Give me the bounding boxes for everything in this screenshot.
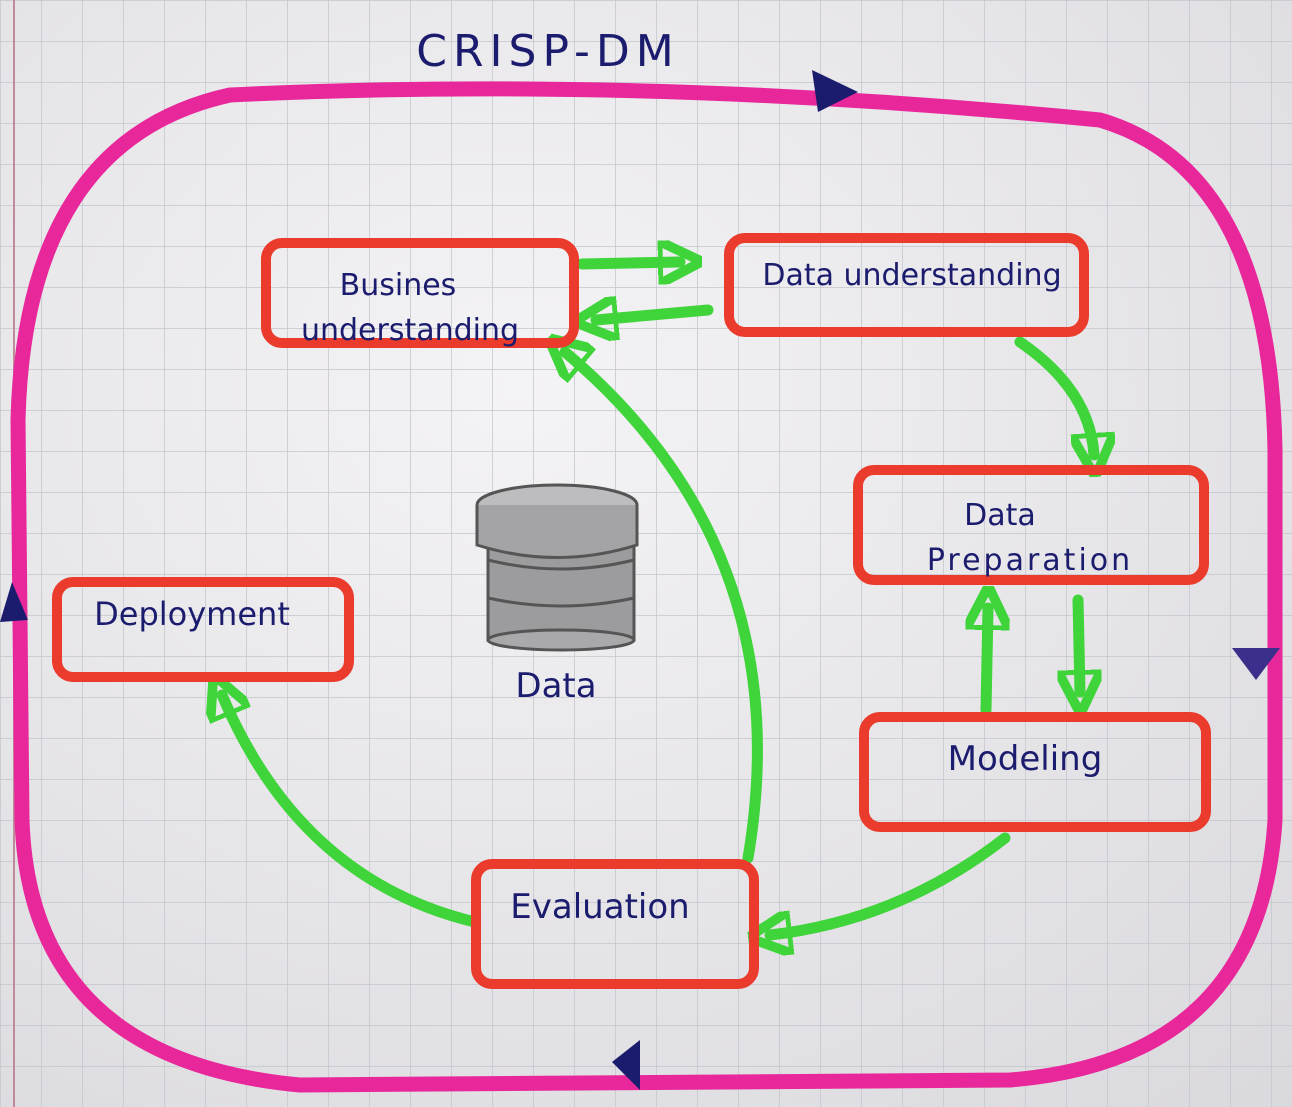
- arrow-business-to-data-understanding: [576, 262, 680, 264]
- database-icon: [475, 483, 639, 652]
- cycle-arrow-down-icon: [1232, 648, 1280, 680]
- data-preparation-label-line1: Data: [964, 498, 1036, 533]
- box-modeling: [859, 712, 1211, 832]
- cycle-arrow-right-icon: [812, 70, 858, 112]
- cycle-arrow-up-icon: [0, 582, 28, 622]
- business-label-line2: understanding: [301, 313, 519, 348]
- diagram-title: CRISP-DM: [416, 26, 680, 77]
- data-understanding-label: Data understanding: [762, 258, 1061, 293]
- data-preparation-label-line2: Preparation: [927, 543, 1133, 578]
- box-evaluation: [471, 859, 759, 989]
- business-label-line1: Busines: [340, 268, 457, 303]
- arrow-evaluation-to-business: [565, 352, 763, 864]
- box-data-preparation: [853, 465, 1209, 585]
- evaluation-label: Evaluation: [510, 887, 689, 927]
- arrow-data-understanding-to-business: [596, 310, 714, 320]
- cycle-arrow-left-icon: [612, 1040, 640, 1090]
- arrow-modeling-to-preparation: [986, 608, 988, 716]
- box-data-understanding: [724, 233, 1089, 337]
- flow-arrows: [222, 262, 1094, 935]
- arrow-data-understanding-to-preparation: [1014, 336, 1094, 455]
- modeling-label: Modeling: [948, 739, 1103, 779]
- arrow-modeling-to-evaluation: [770, 832, 1011, 935]
- arrow-preparation-to-modeling: [1078, 594, 1080, 692]
- deployment-label: Deployment: [94, 595, 290, 633]
- box-deployment: [52, 577, 354, 682]
- data-label: Data: [515, 666, 596, 706]
- box-business-understanding: [261, 238, 579, 348]
- arrow-evaluation-to-deployment: [222, 695, 481, 928]
